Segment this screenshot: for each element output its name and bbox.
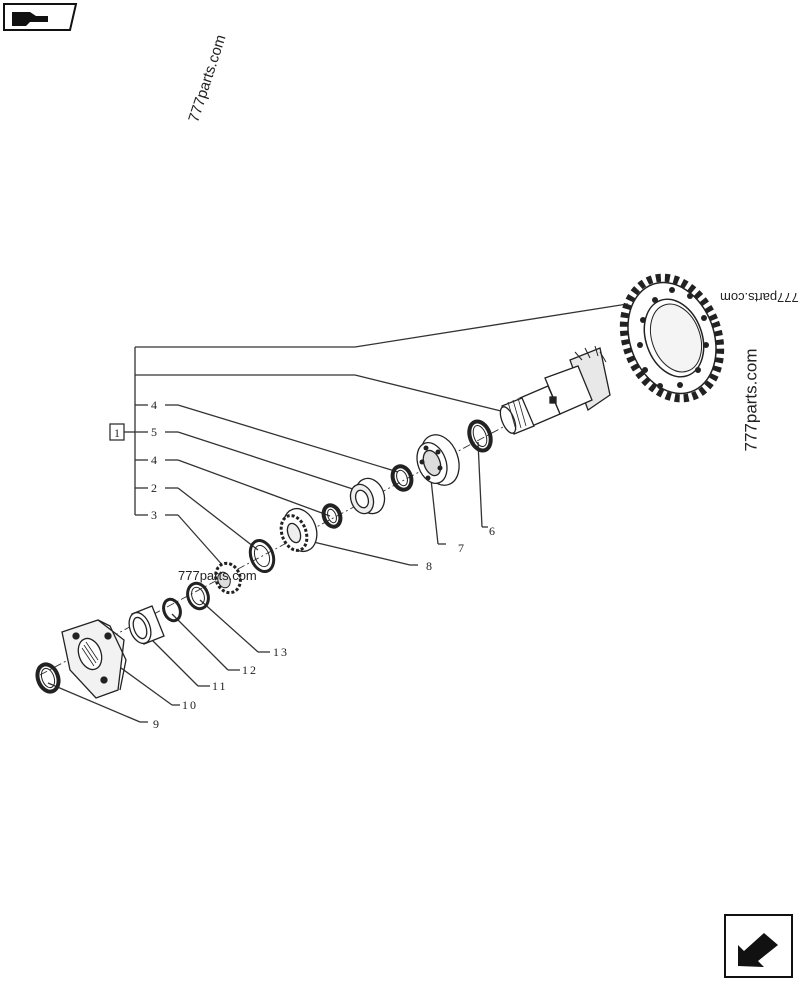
watermark-center: 777parts.com <box>178 568 257 583</box>
callout-bracket-2: 5 <box>151 425 159 439</box>
ring-gear <box>619 273 725 403</box>
bracket-tree <box>39 301 641 723</box>
shim-2 <box>248 539 276 573</box>
callout-bracket-5: 3 <box>151 508 159 522</box>
callout-part-9: 9 <box>153 717 161 731</box>
pinion-shaft <box>499 345 611 435</box>
bottom-nav-button[interactable] <box>724 914 793 978</box>
snap-ring-12 <box>162 597 182 623</box>
thin-ring-4a <box>390 464 414 492</box>
callout-bracket-3: 4 <box>151 453 159 467</box>
arrow-back-icon <box>738 933 778 967</box>
watermark-right: 777parts.com <box>741 348 761 452</box>
callout-part-8: 8 <box>426 559 434 573</box>
shim-ring-6 <box>467 419 493 453</box>
seal-11 <box>128 605 165 645</box>
callout-part-10: 10 <box>182 698 198 712</box>
callout-root: 1 <box>114 426 122 440</box>
flange-yoke-10 <box>61 619 127 699</box>
callout-part-13: 13 <box>273 645 289 659</box>
callout-bracket-4: 2 <box>151 481 159 495</box>
callout-part-7: 7 <box>458 541 466 555</box>
watermark-flipped: 777parts.com <box>720 290 799 305</box>
top-nav-button[interactable] <box>3 3 78 31</box>
thin-ring-4b <box>321 503 343 529</box>
lock-ring-9 <box>35 662 61 694</box>
callout-part-6: 6 <box>489 524 497 538</box>
bearing-7 <box>416 434 460 486</box>
callout-part-12: 12 <box>242 663 258 677</box>
callout-part-11: 11 <box>212 679 228 693</box>
callout-bracket-1: 4 <box>151 398 159 412</box>
hand-pointer-icon <box>12 12 48 26</box>
callout-labels: 1 4 5 4 2 3 6 7 8 9 10 11 12 13 <box>114 398 497 731</box>
washer-13 <box>186 581 210 611</box>
nut-3 <box>214 561 242 595</box>
bearing-cone-5 <box>349 477 386 515</box>
bearing-8 <box>279 507 318 553</box>
